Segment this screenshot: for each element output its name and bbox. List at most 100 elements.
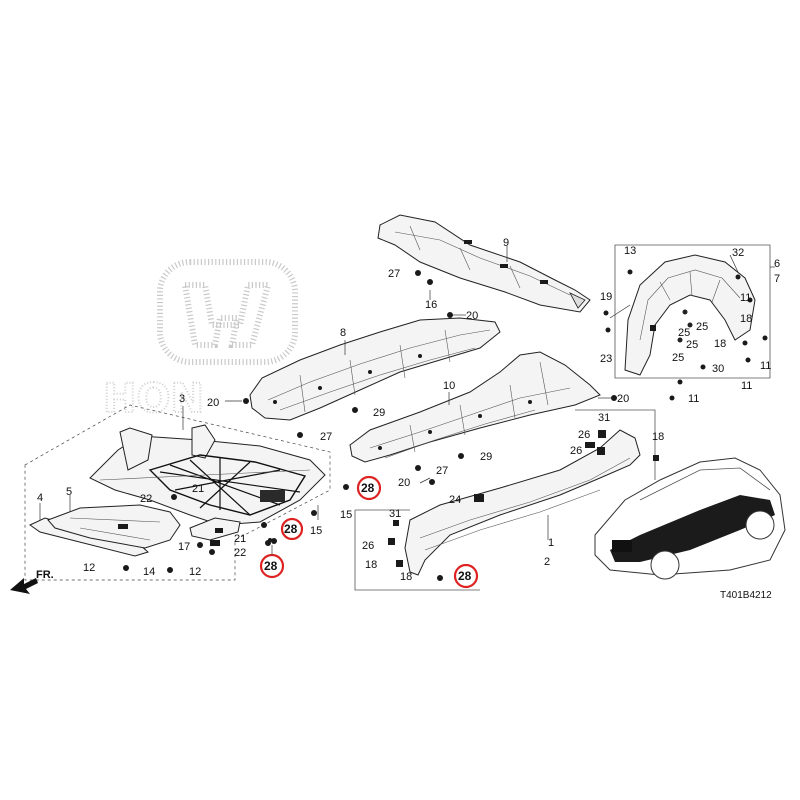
callout: 25 xyxy=(696,321,708,333)
callout: 26 xyxy=(570,445,582,457)
callout: 9 xyxy=(503,237,509,249)
clip-icon xyxy=(437,575,443,581)
clip-icon xyxy=(447,312,453,318)
part-1-2-side-sill xyxy=(404,429,641,576)
clip-icon xyxy=(700,364,706,370)
callout: 20 xyxy=(207,397,219,409)
callout-labels: 1 2 3 4 5 6 7 8 9 10 11 11 11 11 12 12 1… xyxy=(37,237,780,583)
callout: 3 xyxy=(179,393,185,405)
callout: 16 xyxy=(425,299,437,311)
clip-icon xyxy=(627,269,633,275)
part-10-floor-cover xyxy=(349,351,601,463)
callout: 13 xyxy=(624,245,636,257)
highlight-callout: 28 xyxy=(361,481,375,495)
clip-icon xyxy=(209,549,215,555)
highlight-callout: 28 xyxy=(284,522,298,536)
callout: 25 xyxy=(672,352,684,364)
part-3-engine-undercover xyxy=(89,424,326,526)
part-9-undercover xyxy=(377,214,591,313)
clip-icon xyxy=(343,484,349,490)
callout: 30 xyxy=(712,363,724,375)
clip-icon xyxy=(458,453,464,459)
callout: 21 xyxy=(192,483,204,495)
callout: 27 xyxy=(436,465,448,477)
clip-icon xyxy=(352,407,358,413)
callout: 22 xyxy=(140,493,152,505)
clip-icon xyxy=(268,538,272,542)
clip-icon xyxy=(474,494,484,502)
callout: 11 xyxy=(688,393,699,405)
callout: 22 xyxy=(234,547,246,559)
callout: 31 xyxy=(598,412,610,424)
part-8-floor-cover xyxy=(249,317,501,421)
callout: 15 xyxy=(340,509,352,521)
callout: 18 xyxy=(740,313,752,325)
arrow-icon xyxy=(10,578,38,594)
clip-icon xyxy=(167,567,173,573)
callout: 14 xyxy=(143,566,155,578)
callout: 23 xyxy=(600,353,612,365)
callout: 11 xyxy=(740,292,751,304)
clip-icon xyxy=(747,297,753,303)
svg-text:HON: HON xyxy=(103,376,204,422)
clip-icon xyxy=(677,379,683,385)
callout: 18 xyxy=(400,571,412,583)
highlight-callout: 28 xyxy=(458,569,472,583)
clip-icon xyxy=(311,510,317,516)
callout: 7 xyxy=(774,273,780,285)
clip-icon xyxy=(388,538,395,545)
part-3-assembly-frame xyxy=(24,404,331,581)
callout: 11 xyxy=(760,360,771,372)
callout: 21 xyxy=(234,533,246,545)
clip-icon xyxy=(653,455,659,461)
clip-icon xyxy=(603,310,609,316)
clip-icon xyxy=(735,274,741,280)
callout: 24 xyxy=(449,494,461,506)
clip-icon xyxy=(605,327,611,333)
brand-watermark: HON xyxy=(102,259,298,423)
callout: 25 xyxy=(678,327,690,339)
diagram-code: T401B4212 xyxy=(720,590,772,601)
callout: 25 xyxy=(686,339,698,351)
callout: 5 xyxy=(66,486,72,498)
callout: 32 xyxy=(732,247,744,259)
clip-icon xyxy=(427,279,433,285)
callout: 29 xyxy=(373,407,385,419)
callout: 27 xyxy=(320,431,332,443)
callout: 18 xyxy=(714,338,726,350)
clip-icon xyxy=(197,542,203,548)
clip-icon xyxy=(396,560,403,567)
clip-icon xyxy=(261,522,267,528)
part-6-7-fender-liner xyxy=(614,244,771,379)
highlight-ring xyxy=(356,475,382,501)
callout: 31 xyxy=(389,508,401,520)
clip-icon xyxy=(669,395,675,401)
callout: 26 xyxy=(362,540,374,552)
callout: 17 xyxy=(178,541,190,553)
highlight-callout: 28 xyxy=(264,559,278,573)
callout: 20 xyxy=(617,393,629,405)
fasteners xyxy=(123,269,768,581)
callout: 26 xyxy=(578,429,590,441)
clip-icon xyxy=(123,565,129,571)
callout: 8 xyxy=(340,327,346,339)
callout: 11 xyxy=(741,380,752,392)
highlight-ring xyxy=(280,517,304,541)
callout: 12 xyxy=(83,562,95,574)
part-5-front-cover xyxy=(47,504,181,549)
front-arrow: FR. xyxy=(10,569,54,594)
clip-icon xyxy=(742,340,748,346)
clip-icon xyxy=(597,447,605,455)
clip-icon xyxy=(598,430,606,438)
callout: 1 xyxy=(548,537,554,549)
clip-icon xyxy=(611,395,617,401)
callout: 20 xyxy=(398,477,410,489)
callout: 19 xyxy=(600,291,612,303)
front-label: FR. xyxy=(36,569,54,581)
callout: 18 xyxy=(652,431,664,443)
car-location-view xyxy=(594,457,786,580)
clip-icon xyxy=(297,432,303,438)
clip-icon xyxy=(171,494,177,500)
clip-icon xyxy=(415,465,421,471)
